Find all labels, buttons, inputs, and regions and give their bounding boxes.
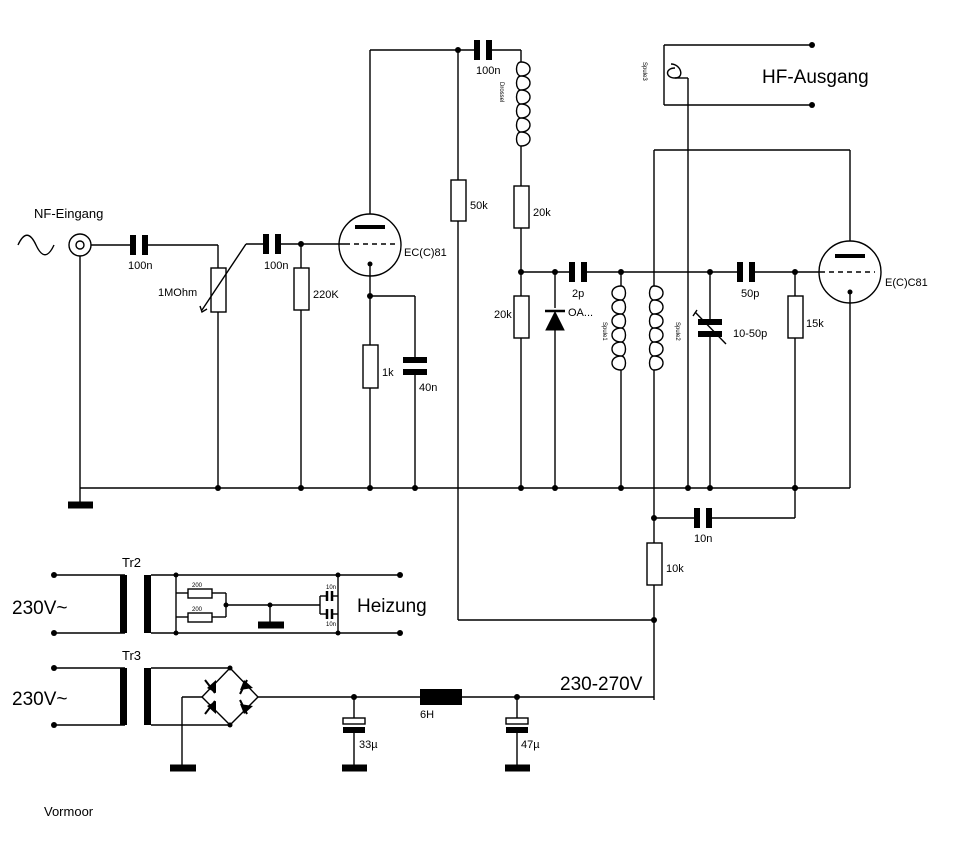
ac-source-symbol (17, 234, 55, 256)
c-top-label: 100n (476, 65, 500, 77)
r-50k-label: 50k (470, 200, 488, 212)
pot-arrow (201, 243, 247, 311)
r-grid1-label: 220K (313, 289, 339, 301)
tr3-label: Tr3 (122, 648, 141, 663)
heat-r1-label: 200 (192, 583, 203, 589)
c-33u (342, 717, 366, 725)
r-15k (787, 295, 804, 339)
r-20k-top-label: 20k (533, 207, 551, 219)
supply-voltage-label: 230-270V (560, 674, 643, 695)
heat-r1 (187, 588, 213, 599)
heat-c1-label: 10n (326, 585, 336, 591)
r-grid1-220k (293, 267, 310, 311)
c-grid1-label: 100n (264, 260, 288, 272)
diode-oa (545, 310, 565, 331)
heizung-label: Heizung (357, 596, 427, 617)
heat-r2 (187, 612, 213, 623)
nf-eingang-label: NF-Eingang (34, 206, 103, 221)
c-10n-label: 10n (694, 533, 712, 545)
coil1-label: Spule1 (601, 322, 607, 341)
coil2-label: Spule2 (674, 322, 680, 341)
c-cath1-label: 40n (419, 382, 437, 394)
coil3-label: Spule3 (641, 62, 647, 81)
r-20k-top (513, 185, 530, 229)
pot-label: 1MOhm (158, 287, 197, 299)
choke-coil (515, 61, 531, 147)
coil3 (666, 63, 682, 79)
hf-ausgang-label: HF-Ausgang (762, 67, 869, 88)
r-50k (450, 179, 467, 222)
pot-1mohm (210, 267, 227, 313)
choke-6h-label: 6H (420, 709, 434, 721)
tr2-label: Tr2 (122, 555, 141, 570)
tr2-core-left (120, 575, 127, 633)
r-15k-label: 15k (806, 318, 824, 330)
c-var-label: 10-50p (733, 328, 767, 340)
input-jack-outer (68, 233, 92, 257)
input-jack-inner (75, 240, 85, 250)
r-20k-low-label: 20k (494, 309, 512, 321)
coil1 (611, 285, 627, 371)
r-20k-low (513, 295, 530, 339)
choke-label: Drossel (498, 82, 504, 102)
tr3-core-left (120, 668, 127, 725)
tr2-core-right (144, 575, 151, 633)
c-in-label: 100n (128, 260, 152, 272)
diode-label: OA... (568, 307, 593, 319)
bridge-rectifier (201, 667, 259, 726)
r-10k-label: 10k (666, 563, 684, 575)
coil2 (648, 285, 664, 371)
choke-6h (420, 689, 462, 705)
tube2-label: E(C)C81 (885, 277, 928, 289)
c-47u-label: 47µ (521, 739, 540, 751)
r-10k (646, 542, 663, 586)
tr3-core-right (144, 668, 151, 725)
heat-c2-label: 10n (326, 622, 336, 628)
r-cath1-1k (362, 344, 379, 389)
c-47u (505, 717, 529, 725)
c-2p-label: 2p (572, 288, 584, 300)
mains1-label: 230V~ (12, 598, 67, 619)
r-cath1-label: 1k (382, 367, 394, 379)
c-33u-label: 33µ (359, 739, 378, 751)
mains2-label: 230V~ (12, 689, 67, 710)
heat-r2-label: 200 (192, 607, 203, 613)
junction-dots (215, 47, 798, 623)
tube1-label: EC(C)81 (404, 247, 447, 259)
c-50p-label: 50p (741, 288, 759, 300)
author-label: Vormoor (44, 804, 94, 819)
